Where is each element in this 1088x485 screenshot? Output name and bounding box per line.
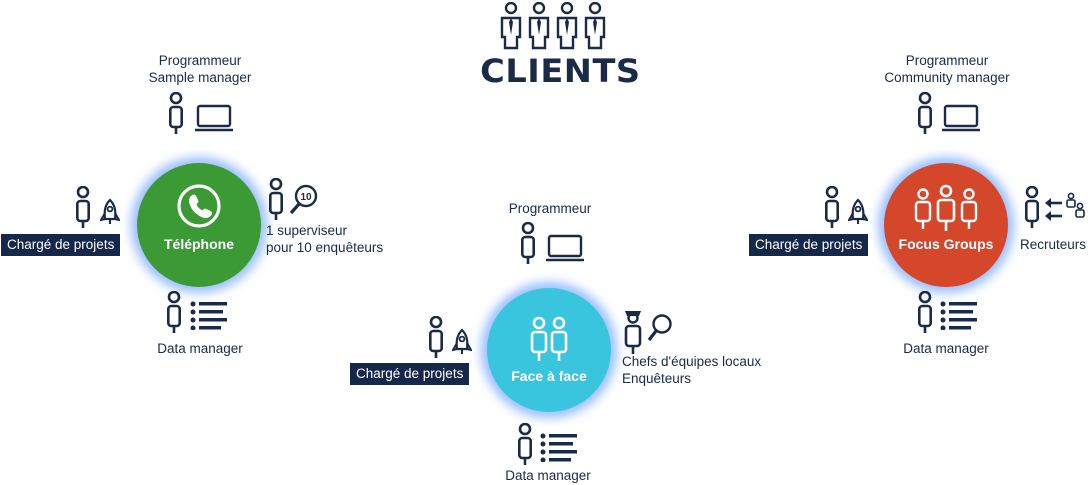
person-icon <box>917 92 933 136</box>
list-icon <box>190 301 227 330</box>
telephone-bottom-label: Data manager <box>157 341 243 356</box>
clients-icon-group <box>499 2 609 50</box>
badge-number: 10 <box>300 192 312 203</box>
laptop-icon <box>195 104 233 132</box>
phone-icon <box>177 184 221 228</box>
telephone-top-label-line2: Sample manager <box>148 70 252 85</box>
telephone-right-label: 1 superviseur pour 10 enquêteurs <box>266 222 383 256</box>
magnifier-icon <box>647 314 672 341</box>
person-icon <box>169 92 183 136</box>
magnifier-badge-icon: 10 <box>289 184 318 215</box>
focus-top-label: Programmeur Community manager <box>872 52 1022 86</box>
list-icon <box>540 433 577 462</box>
recruit-arrows-icon <box>1045 192 1085 221</box>
person-icon <box>917 291 933 335</box>
face-right-label-line2: Enquêteurs <box>622 371 692 386</box>
focus-bottom-label: Data manager <box>903 341 989 356</box>
face-right-label: Chefs d'équipes locaux Enquêteurs <box>622 353 761 387</box>
clients-people-icon <box>500 2 606 50</box>
rocket-icon <box>100 198 120 226</box>
person-icon <box>520 222 536 266</box>
face-role-box: Chargé de projets <box>350 363 470 385</box>
person-icon <box>824 186 840 230</box>
telephone-right-label-line2: pour 10 enquêteurs <box>266 240 384 255</box>
face-a-face-circle[interactable] <box>487 288 611 412</box>
person-icon <box>268 178 284 222</box>
rocket-icon <box>452 328 472 356</box>
person-icon <box>1025 186 1039 230</box>
telephone-top-label: Programmeur Sample manager <box>140 52 260 86</box>
face-top-label: Programmeur <box>508 201 592 216</box>
telephone-role-box: Chargé de projets <box>1 234 121 256</box>
two-people-icon <box>530 316 568 361</box>
person-icon <box>517 423 533 467</box>
face-right-label-line1: Chefs d'équipes locaux <box>622 354 762 369</box>
person-icon <box>167 291 181 335</box>
telephone-circle-label: Téléphone <box>163 236 234 252</box>
focus-right-label: Recruteurs <box>1020 237 1087 252</box>
person-icon <box>428 316 444 360</box>
face-bottom-label: Data manager <box>505 468 591 483</box>
laptop-icon <box>546 234 584 262</box>
list-icon <box>940 301 977 330</box>
laptop-icon <box>942 104 980 132</box>
focus-role-box: Chargé de projets <box>749 234 869 256</box>
face-a-face-circle-label: Face à face <box>511 368 587 384</box>
focus-top-label-line2: Community manager <box>884 70 1010 85</box>
telephone-top-label-line1: Programmeur <box>158 53 242 68</box>
person-icon <box>76 186 90 230</box>
telephone-right-label-line1: 1 superviseur <box>266 223 348 238</box>
rocket-icon <box>848 198 868 226</box>
officer-icon <box>624 311 642 354</box>
page-title: CLIENTS <box>480 52 641 90</box>
group-icon <box>914 184 978 231</box>
focus-top-label-line1: Programmeur <box>905 53 989 68</box>
focus-groups-circle-label: Focus Groups <box>898 236 994 252</box>
